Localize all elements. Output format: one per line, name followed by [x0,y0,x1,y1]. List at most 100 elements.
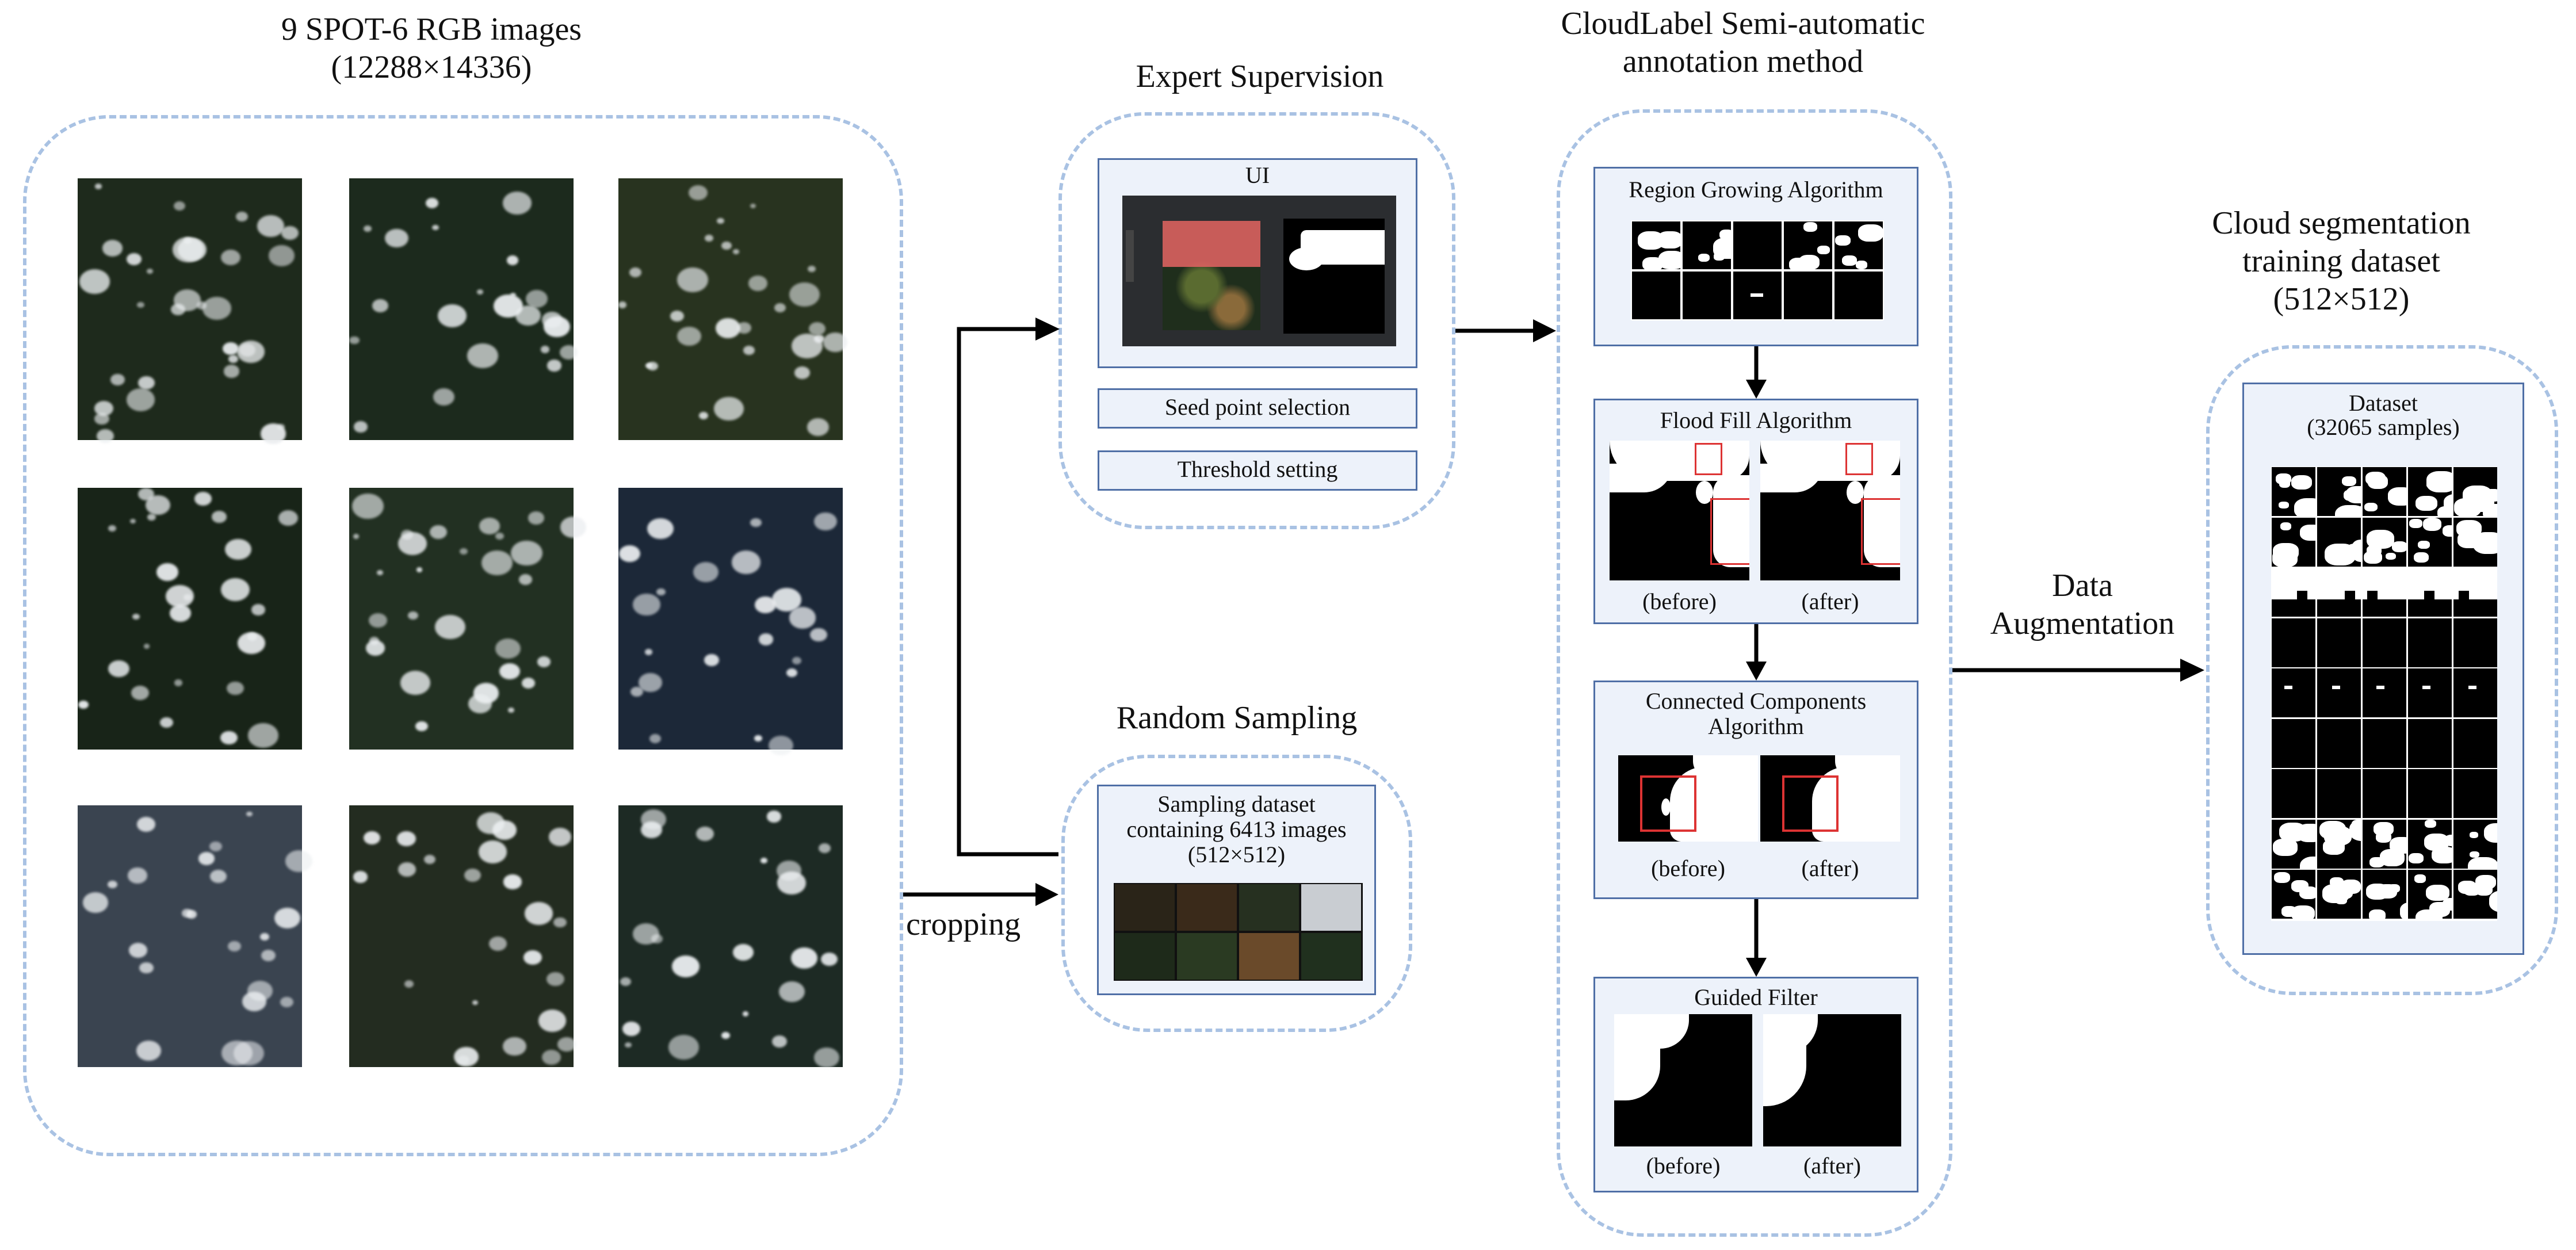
input-images-title-line2: (12288×14336) [331,49,532,85]
expert-supervision-group [1058,112,1455,529]
region-mask-cell [1632,221,1680,269]
dataset-count: (32065 samples) [2307,414,2460,440]
region-mask-cell [1733,272,1782,319]
dataset-mask-cell [2453,517,2497,567]
dataset-mask-cell [2408,467,2452,516]
region-growing-masks [1631,220,1884,320]
region-mask-cell [1733,221,1782,269]
connected-components-panel: Connected Components Algorithm (before) … [1593,681,1918,899]
region-growing-panel: Region Growing Algorithm [1593,167,1918,346]
dataset-mask-cell [2272,568,2315,617]
dataset-mask-cell [2363,517,2406,567]
dataset-mask-cell [2272,718,2315,768]
dataset-mask-cell [2363,819,2406,869]
dataset-mask-cell [2272,517,2315,567]
satellite-image-1 [78,178,302,444]
dataset-mask-cell [2363,568,2406,617]
output-title-line2: training dataset [2242,243,2440,279]
dataset-mask-grid [2271,467,2497,921]
satellite-image-5 [349,488,587,750]
dataset-mask-cell [2408,769,2452,818]
guided-filter-title: Guided Filter [1694,984,1818,1010]
connected-components-title-line1: Connected Components [1645,688,1867,714]
sampling-dataset-line2: containing 6413 images [1126,816,1347,842]
dataset-mask-cell [2317,769,2361,818]
ui-toolbar [1126,230,1134,282]
arrow-sampling-to-expert [957,327,1058,857]
connected-before-mask [1618,755,1758,842]
satellite-image-3 [618,178,847,440]
dataset-mask-cell [2317,819,2361,869]
dataset-mask-cell [2363,618,2406,667]
arrow-crop-to-sampling-head [1035,883,1058,906]
dataset-mask-cell [2272,870,2315,919]
region-mask-cell [1784,221,1832,269]
region-mask-cell [1784,272,1832,319]
flood-fill-panel: Flood Fill Algorithm (before) (after) [1593,399,1918,624]
sampling-dataset-line3: (512×512) [1187,842,1286,867]
satellite-image-6 [618,488,843,755]
dataset-mask-cell [2408,618,2452,667]
threshold-setting-button[interactable]: Threshold setting [1098,450,1417,491]
sample-thumbnail [1239,933,1299,980]
guided-after-mask [1763,1014,1901,1146]
dataset-mask-cell [2408,870,2452,919]
connected-after-mask [1760,755,1900,842]
expert-supervision-title: Expert Supervision [1136,59,1384,94]
guided-after-label: (after) [1803,1153,1861,1179]
input-images-title: 9 SPOT-6 RGB images (12288×14336) [132,10,731,86]
arrow-expert-to-cloudlabel-head [1533,319,1556,342]
arrow-sampling-to-expert-head [1035,318,1060,341]
output-title: Cloud segmentation training dataset (512… [2197,204,2485,318]
dataset-mask-cell [2363,467,2406,516]
output-title-line3: (512×512) [2273,281,2410,317]
dataset-mask-cell [2363,769,2406,818]
sample-thumbnail [1115,884,1175,931]
region-mask-cell [1683,221,1731,269]
ui-screenshot [1122,196,1396,346]
guided-before-mask [1614,1014,1752,1146]
satellite-image-7 [78,805,313,1067]
seed-point-selection-button[interactable]: Seed point selection [1098,388,1417,429]
ui-selection-overlay [1163,221,1260,267]
satellite-image-9 [618,805,843,1068]
sample-thumbnail [1301,884,1361,931]
flood-after-mask [1760,441,1900,580]
dataset-mask-cell [2317,517,2361,567]
region-mask-cell [1834,221,1883,269]
ui-image-view [1163,221,1260,330]
flood-after-label: (after) [1801,588,1859,614]
satellite-image-2 [349,178,578,440]
dataset-mask-cell [2408,517,2452,567]
guided-filter-panel: Guided Filter (before) (after) [1593,977,1918,1192]
guided-before-label: (before) [1646,1153,1721,1179]
random-sampling-group [1061,755,1412,1032]
dataset-mask-cell [2453,718,2497,768]
sample-thumbnail [1115,933,1175,980]
cloudlabel-title-line2: annotation method [1622,44,1864,79]
ui-panel: UI [1098,158,1417,368]
ui-mask-view [1283,219,1385,334]
input-images-title-line1: 9 SPOT-6 RGB images [281,12,582,47]
sampling-dataset-line1: Sampling dataset [1157,791,1316,817]
dataset-mask-cell [2453,668,2497,717]
random-sampling-title: Random Sampling [1116,700,1358,736]
dataset-mask-cell [2317,618,2361,667]
dataset-mask-cell [2453,870,2497,919]
sample-thumbnail [1177,933,1237,980]
cloudlabel-title-line1: CloudLabel Semi-automatic [1561,6,1925,41]
arrow-augmentation-head [2180,659,2204,682]
sample-thumbnail [1177,884,1237,931]
dataset-label: Dataset [2349,390,2418,416]
input-images-group [23,115,903,1156]
arrow-region-to-flood-head [1746,380,1767,399]
dataset-mask-cell [2317,568,2361,617]
dataset-mask-cell [2363,668,2406,717]
dataset-mask-cell [2317,467,2361,516]
arrow-flood-to-connected-head [1746,662,1767,681]
dataset-mask-cell [2317,718,2361,768]
dataset-mask-cell [2363,870,2406,919]
sampling-thumbnails [1114,883,1363,981]
dataset-panel: Dataset (32065 samples) [2242,383,2524,955]
